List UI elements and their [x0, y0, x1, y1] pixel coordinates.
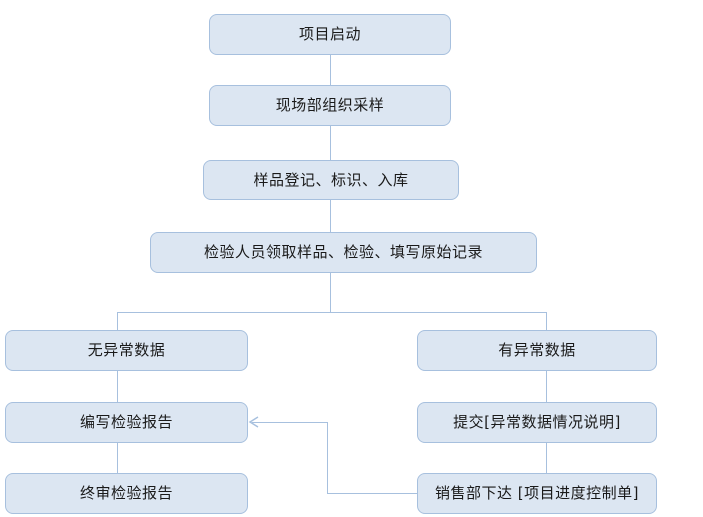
connector-abnormal-to-submit [546, 371, 547, 402]
connector-split-bus [117, 312, 546, 313]
node-write-report[interactable]: 编写检验报告 [5, 402, 248, 443]
connector-split-to-normal [117, 312, 118, 330]
connector-register-to-inspect [330, 200, 331, 232]
node-submit-note[interactable]: 提交[异常数据情况说明] [417, 402, 657, 443]
connector-inspect-to-split [330, 273, 331, 312]
node-sales-order[interactable]: 销售部下达 [项目进度控制单] [417, 473, 657, 514]
node-label: 提交[异常数据情况说明] [453, 413, 621, 431]
connector-sales-feedback-h [327, 493, 417, 494]
node-inspect[interactable]: 检验人员领取样品、检验、填写原始记录 [150, 232, 537, 273]
node-label: 终审检验报告 [79, 484, 173, 502]
node-label: 样品登记、标识、入库 [253, 170, 409, 189]
connector-start-to-sampling [330, 55, 331, 85]
connector-sales-feedback-v [327, 422, 328, 493]
node-normal[interactable]: 无异常数据 [5, 330, 248, 371]
connector-feedback-to-write-h [252, 422, 327, 423]
node-label: 现场部组织采样 [275, 96, 385, 114]
connector-split-to-abnormal [546, 312, 547, 330]
node-label: 检验人员领取样品、检验、填写原始记录 [203, 243, 483, 261]
node-label: 编写检验报告 [79, 413, 173, 431]
node-start[interactable]: 项目启动 [209, 14, 451, 55]
connector-write-to-final [117, 443, 118, 473]
node-final-report[interactable]: 终审检验报告 [5, 473, 248, 514]
node-label: 无异常数据 [87, 341, 166, 359]
connector-sampling-to-register [330, 126, 331, 160]
connector-submit-to-sales [546, 443, 547, 473]
node-register[interactable]: 样品登记、标识、入库 [203, 160, 459, 200]
connector-normal-to-write [117, 371, 118, 402]
node-label: 有异常数据 [498, 341, 576, 359]
node-sampling[interactable]: 现场部组织采样 [209, 85, 451, 126]
node-label: 销售部下达 [项目进度控制单] [435, 484, 639, 502]
node-label: 项目启动 [298, 25, 361, 43]
node-abnormal[interactable]: 有异常数据 [417, 330, 657, 371]
